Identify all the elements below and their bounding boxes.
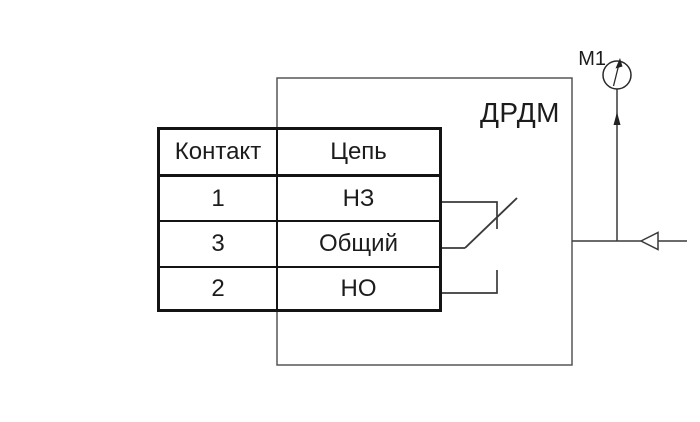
table-cell-contact-row1: 1 [160,177,276,222]
flow-arrow-left-icon [639,231,659,251]
flow-arrow-up-icon [613,112,621,125]
gauge-needle-arrowhead-icon [615,58,623,69]
table-cell-circuit-row3: НО [276,268,439,309]
gauge-dial-circle [602,60,632,90]
circuit-column-header: Цепь [276,130,439,177]
gauge-needle [612,65,620,87]
table-cell-contact-row2: 3 [160,222,276,268]
table-cell-contact-row3: 2 [160,268,276,309]
gauge-label: М1 [578,48,606,70]
no-contact-wire [440,270,498,294]
table-cell-circuit-row1: НЗ [276,177,439,222]
contact-table: Контакт Цепь 1 НЗ 3 Общий 2 НО [157,127,442,312]
pressure-gauge-icon [602,58,632,90]
contact-column-header: Контакт [160,130,276,177]
nc-contact-wire [440,201,498,229]
device-label: ДРДМ [479,97,560,128]
switch-blade [464,197,518,249]
table-cell-circuit-row2: Общий [276,222,439,268]
